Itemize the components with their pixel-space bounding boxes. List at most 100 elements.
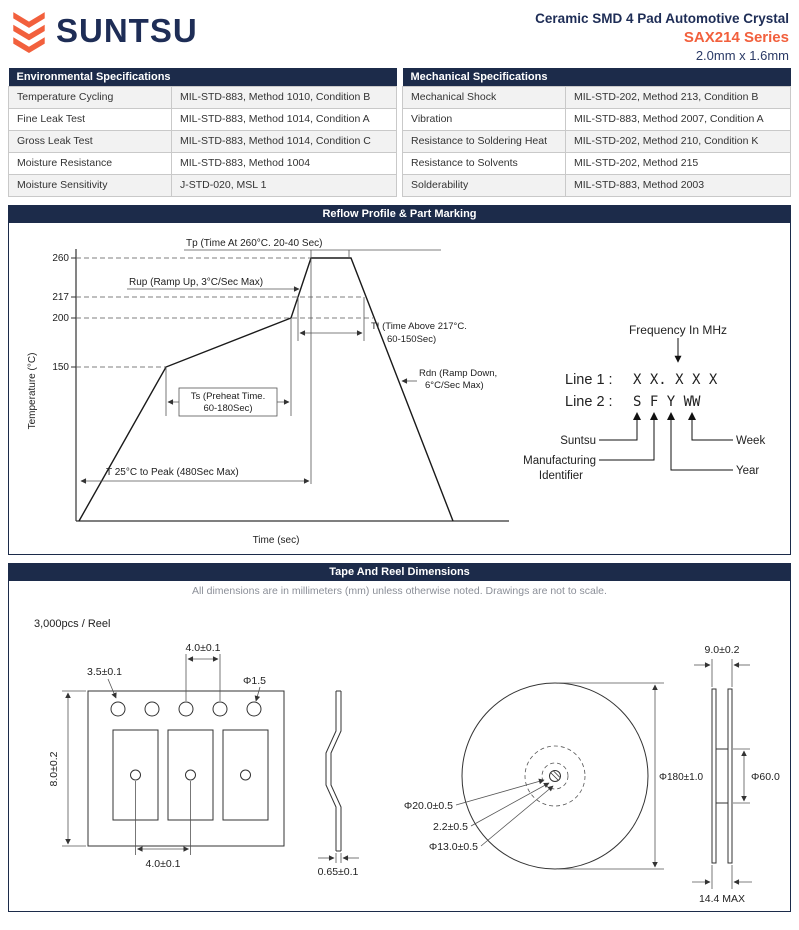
reel-side-view	[711, 688, 732, 864]
dim-reel-diameter: Φ180±1.0	[659, 772, 703, 783]
reflow-profile-chart: 260 217 200 150 Temperature (°C) Time (s…	[27, 238, 509, 546]
tick-260: 260	[52, 253, 69, 264]
reel-front-view	[461, 682, 648, 870]
ti-label-1: TI (Time Above 217°C.	[371, 321, 467, 332]
dim-hub-diameter: Φ60.0	[751, 771, 780, 783]
dim-hole-pitch: 4.0±0.1	[185, 642, 220, 654]
dim-key-slot: 2.2±0.5	[433, 821, 468, 833]
chart-axes	[75, 249, 509, 522]
carrier-tape-view	[87, 690, 284, 847]
tape-side-view	[325, 690, 341, 852]
tape-thickness-dimension	[317, 853, 359, 863]
series-name: SAX214 Series	[683, 29, 789, 46]
tape-reel-drawing: 3,000pcs / Reel	[34, 618, 780, 905]
reel-side-dimensions	[691, 659, 752, 889]
spec-value: MIL-STD-883, Method 1014, Condition A	[170, 108, 398, 131]
line2-value: S F Y WW	[633, 394, 701, 410]
spec-value: J-STD-020, MSL 1	[170, 174, 398, 197]
y-axis-ticks	[71, 257, 76, 368]
package-size: 2.0mm x 1.6mm	[695, 48, 789, 63]
tape-reel-section-title: Tape And Reel Dimensions	[9, 564, 790, 581]
marking-pointer-arrows	[633, 412, 696, 420]
dim-reel-width: 9.0±0.2	[704, 644, 739, 656]
environmental-spec-table: Environmental Specifications Temperature…	[8, 68, 398, 197]
dim-hole-edge: 3.5±0.1	[87, 666, 122, 678]
part-marking-diagram: Frequency In MHz Line 1 : X X. X X X Lin…	[523, 323, 765, 482]
rdn-label-1: Rdn (Ramp Down,	[419, 368, 497, 379]
y-axis-label: Temperature (°C)	[27, 353, 38, 430]
spec-label: Moisture Sensitivity	[8, 174, 172, 197]
line1-value: X X. X X X	[633, 372, 718, 388]
suntsu-logo: SUNTSU	[8, 9, 198, 53]
ts-label-2: 60-180Sec)	[203, 403, 252, 414]
spec-value: MIL-STD-202, Method 215	[564, 152, 792, 175]
spec-value: MIL-STD-883, Method 1004	[170, 152, 398, 175]
spec-label: Solderability	[402, 174, 566, 197]
ti-label-2: 60-150Sec)	[387, 334, 436, 345]
spec-label: Temperature Cycling	[8, 86, 172, 109]
tick-150: 150	[52, 362, 69, 373]
dim-hub-hole: Φ20.0±0.5	[403, 800, 452, 812]
dim-pocket-pitch: 4.0±0.1	[145, 858, 180, 870]
dim-hole-diameter: Φ1.5	[243, 675, 266, 687]
environmental-table-title: Environmental Specifications	[8, 68, 397, 87]
reference-lines	[76, 257, 373, 368]
marking-pointer-lines	[599, 420, 733, 471]
spec-label: Gross Leak Test	[8, 130, 172, 153]
year-label: Year	[736, 465, 759, 477]
logo-text: SUNTSU	[56, 12, 198, 49]
x-axis-label: Time (sec)	[253, 535, 300, 546]
t25-label: T 25°C to Peak (480Sec Max)	[106, 467, 239, 478]
spec-value: MIL-STD-883, Method 1010, Condition B	[170, 86, 398, 109]
reel-quantity: 3,000pcs / Reel	[34, 618, 110, 630]
tick-217: 217	[52, 292, 69, 303]
spec-value: MIL-STD-202, Method 210, Condition K	[564, 130, 792, 153]
product-title: Ceramic SMD 4 Pad Automotive Crystal	[535, 11, 789, 26]
maker-label-3: Identifier	[539, 470, 583, 482]
tp-annotation	[184, 249, 441, 484]
spec-value: MIL-STD-202, Method 213, Condition B	[564, 86, 792, 109]
ts-annotation	[165, 318, 292, 417]
dim-reel-max-width: 14.4 MAX	[698, 893, 744, 905]
reflow-profile-line	[78, 257, 454, 522]
spec-value: MIL-STD-883, Method 1014, Condition C	[170, 130, 398, 153]
rdn-label-2: 6°C/Sec Max)	[425, 380, 484, 391]
mechanical-spec-table: Mechanical Specifications Mechanical Sho…	[402, 68, 792, 197]
reel-diameter-dimension	[557, 682, 664, 870]
maker-label-1: Suntsu	[560, 435, 596, 447]
spec-value: MIL-STD-883, Method 2003	[564, 174, 792, 197]
title-block: Ceramic SMD 4 Pad Automotive Crystal SAX…	[535, 9, 789, 63]
tp-label: Tp (Time At 260°C. 20-40 Sec)	[186, 238, 322, 249]
spec-label: Moisture Resistance	[8, 152, 172, 175]
dimension-note: All dimensions are in millimeters (mm) u…	[192, 585, 607, 597]
reel-leader-lines	[455, 778, 553, 847]
dim-arbor-hole: Φ13.0±0.5	[428, 841, 477, 853]
suntsu-logo-icon	[13, 12, 45, 53]
dim-tape-width: 8.0±0.2	[48, 751, 60, 786]
tape-dimension-lines	[61, 654, 260, 855]
reflow-section: Reflow Profile & Part Marking 260	[8, 205, 791, 555]
spec-label: Resistance to Solvents	[402, 152, 566, 175]
tick-200: 200	[52, 313, 69, 324]
line2-label: Line 2 :	[565, 394, 613, 410]
ts-label-1: Ts (Preheat Time.	[191, 391, 265, 402]
spec-label: Mechanical Shock	[402, 86, 566, 109]
line1-label: Line 1 :	[565, 372, 613, 388]
tape-reel-section: Tape And Reel Dimensions All dimensions …	[8, 563, 791, 912]
spec-label: Resistance to Soldering Heat	[402, 130, 566, 153]
spec-label: Vibration	[402, 108, 566, 131]
spec-tables: Environmental Specifications Temperature…	[0, 68, 799, 197]
spec-value: MIL-STD-883, Method 2007, Condition A	[564, 108, 792, 131]
maker-label-2: Manufacturing	[523, 455, 596, 467]
reflow-section-title: Reflow Profile & Part Marking	[9, 206, 790, 223]
